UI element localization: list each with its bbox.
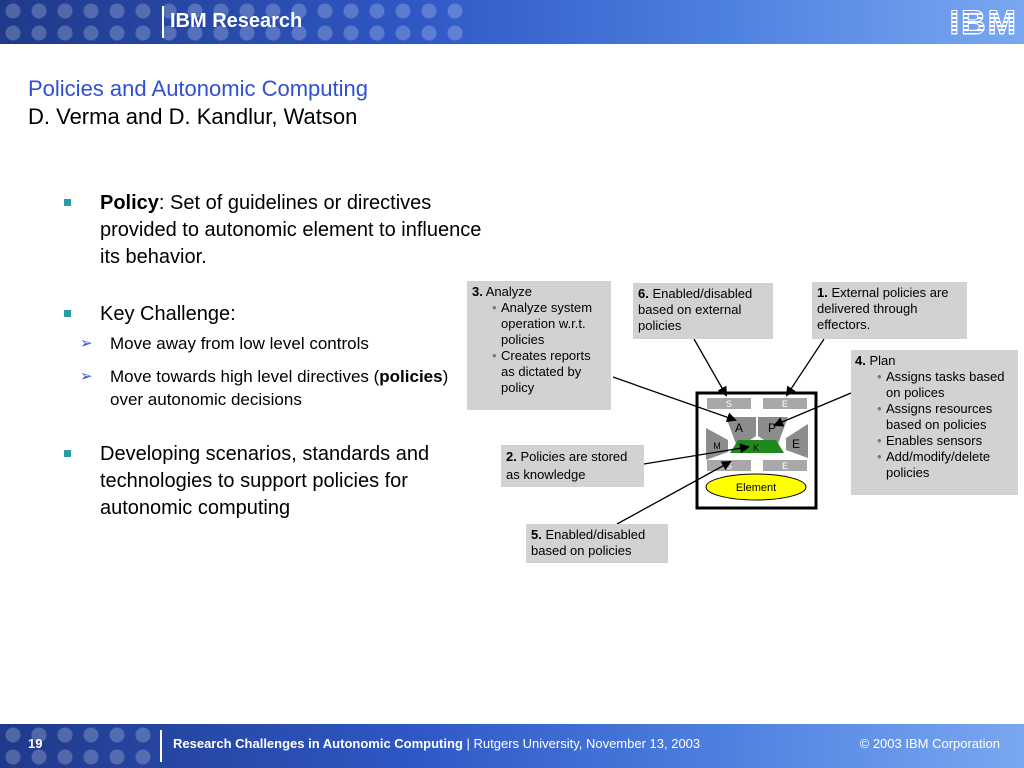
sub-bullet-high-level: Move towards high level directives (poli… <box>64 365 484 411</box>
sensor-top-label: S <box>726 399 732 409</box>
effector-bottom-label: E <box>782 461 788 471</box>
sub-bullet-text-post: ) over autonomic decisions <box>110 367 449 409</box>
callout-six: 6. Enabled/disabled based on external po… <box>633 283 773 339</box>
execute-shape <box>786 424 808 458</box>
callout-number: 3. <box>472 284 483 299</box>
bullet-policy: Policy: Set of guidelines or directives … <box>64 190 484 271</box>
callout-title: Plan <box>865 353 896 368</box>
footer-dot-pattern <box>0 724 160 768</box>
knowledge-label: K <box>753 443 759 453</box>
policies-emphasis: policies <box>379 367 443 386</box>
copyright-text: © 2003 IBM Corporation <box>859 736 1000 751</box>
callout-one: 1. External policies are delivered throu… <box>812 282 967 339</box>
arrow-one <box>785 338 825 397</box>
list-item: Enables sensors <box>877 433 1013 449</box>
monitor-shape <box>706 428 728 460</box>
callout-text: External policies are delivered through … <box>817 285 949 332</box>
callout-title: Analyze <box>482 284 532 299</box>
list-item: Assigns tasks based on polices <box>877 369 1013 401</box>
footer-talk-info: Research Challenges in Autonomic Computi… <box>173 736 700 751</box>
list-item: Assigns resources based on policies <box>877 401 1013 433</box>
sub-bullet-text: Move away from low level controls <box>110 334 369 353</box>
callout-plan: 4. Plan Assigns tasks based on polices A… <box>851 350 1018 495</box>
brand-label: IBM Research <box>170 10 303 32</box>
list-item: Creates reports as dictated by policy <box>492 348 606 396</box>
footer-band: 19 Research Challenges in Autonomic Comp… <box>0 724 1024 768</box>
policy-term: Policy <box>100 192 159 214</box>
callout-text: Policies are stored as knowledge <box>506 449 628 482</box>
callout-number: 4. <box>855 353 866 368</box>
effector-top-box <box>763 398 807 409</box>
callout-two: 2. Policies are stored as knowledge <box>501 445 644 487</box>
bullet-developing: Developing scenarios, standards and tech… <box>64 441 484 522</box>
bullet-list: Policy: Set of guidelines or directives … <box>64 190 484 536</box>
element-frame <box>695 391 818 510</box>
list-item: Add/modify/delete policies <box>877 449 1013 481</box>
element-label: Element <box>736 482 776 494</box>
callout-number: 5. <box>531 527 542 542</box>
plan-label: P <box>768 421 776 435</box>
footer-pipe: | <box>462 736 474 751</box>
arrow-six <box>693 338 727 397</box>
monitor-label: M <box>713 441 721 451</box>
bullet-key-challenge: Key Challenge: <box>64 301 484 328</box>
effector-top-label: E <box>782 399 788 409</box>
effector-bottom-box <box>763 460 807 471</box>
sensor-bottom-label: S <box>726 461 732 471</box>
callout-number: 2. <box>506 449 517 464</box>
talk-title: Research Challenges in Autonomic Computi… <box>173 736 463 751</box>
slide-title: Policies and Autonomic Computing <box>28 76 368 101</box>
callout-text: Enabled/disabled based on policies <box>531 527 646 558</box>
knowledge-shape <box>730 440 784 453</box>
execute-label: E <box>792 437 800 451</box>
page-number: 19 <box>28 736 43 751</box>
venue-date: Rutgers University, November 13, 2003 <box>473 736 701 751</box>
sub-bullet-low-level: Move away from low level controls <box>64 332 484 355</box>
header-dot-pattern <box>0 0 470 44</box>
callout-number: 6. <box>638 286 649 301</box>
developing-text: Developing scenarios, standards and tech… <box>100 443 430 519</box>
callout-five: 5. Enabled/disabled based on policies <box>526 524 668 563</box>
sensor-top-box <box>707 398 751 409</box>
slide-subtitle: D. Verma and D. Kandlur, Watson <box>28 104 358 129</box>
arrow-analyze <box>612 376 737 423</box>
footer-separator <box>160 730 162 762</box>
list-item: Analyze system operation w.r.t. policies <box>492 300 606 348</box>
policy-definition: : Set of guidelines or directives provid… <box>100 192 482 268</box>
arrow-plan <box>773 392 852 427</box>
callout-number: 1. <box>817 285 828 300</box>
sensor-bottom-box <box>707 460 751 471</box>
callout-analyze: 3. Analyze Analyze system operation w.r.… <box>467 281 611 410</box>
arrow-two <box>643 443 750 465</box>
analyze-label: A <box>735 421 743 435</box>
key-challenge-text: Key Challenge: <box>100 303 236 325</box>
plan-shape <box>758 417 788 444</box>
header-separator <box>162 6 164 38</box>
analyze-shape <box>726 417 756 444</box>
header-band: IBM Research IBM <box>0 0 1024 44</box>
element-ellipse <box>705 473 807 501</box>
ibm-logo: IBM <box>949 4 1018 43</box>
callout-text: Enabled/disabled based on external polic… <box>638 286 753 333</box>
sub-bullet-text-pre: Move towards high level directives ( <box>110 367 380 386</box>
